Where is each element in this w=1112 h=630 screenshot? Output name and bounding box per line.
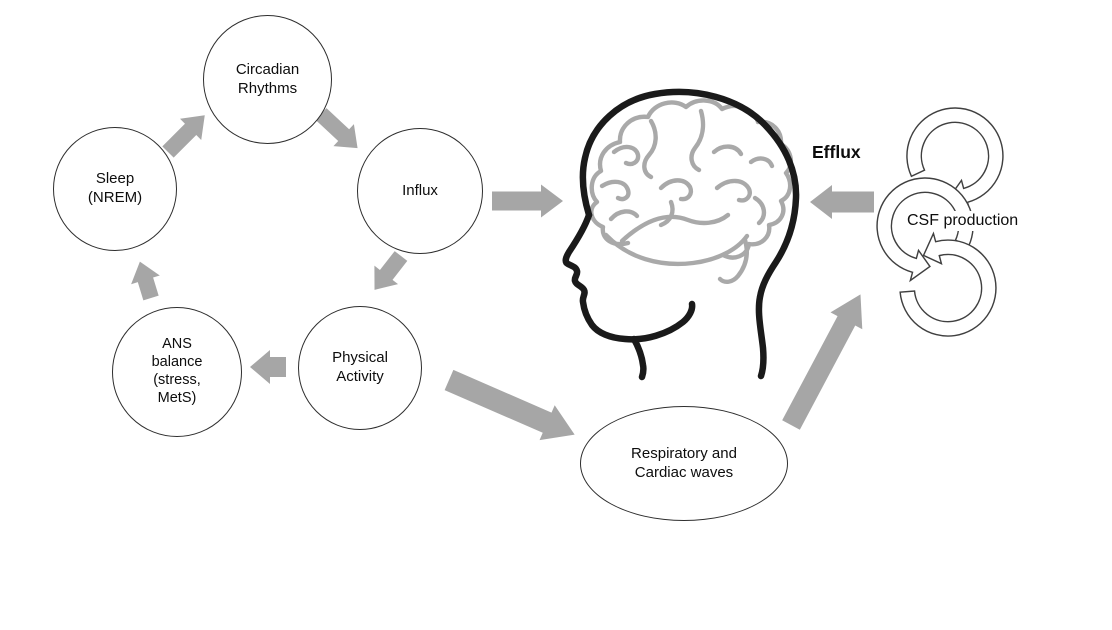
brain-stem-hook xyxy=(717,237,749,285)
head-face-line xyxy=(562,211,696,343)
efflux-label: Efflux xyxy=(812,142,861,162)
circular-arrow-icon xyxy=(899,231,997,337)
brain-illustration xyxy=(589,98,794,285)
block-arrows xyxy=(131,108,874,441)
brain-bottom-curve xyxy=(603,232,750,267)
arrow-sleep-to-circadian xyxy=(162,115,205,158)
arrow-ans-to-sleep xyxy=(131,261,160,301)
brain-gyrus xyxy=(608,209,640,222)
brain-gyrus xyxy=(752,195,767,226)
brain-outline xyxy=(589,98,794,260)
csf-circulation-rings xyxy=(876,107,1004,337)
brain-gyrus xyxy=(689,108,706,173)
arrow-physical-to-ans xyxy=(250,350,286,384)
csf-production-label: CSF production xyxy=(903,211,1023,231)
head-skull-line xyxy=(579,88,800,380)
brain-gyrus xyxy=(714,178,752,203)
brain-gyrus xyxy=(711,144,744,157)
arrow-respiratory-to-csf xyxy=(782,294,863,430)
node-respiratory-cardiac-waves: Respiratory and Cardiac waves xyxy=(580,406,788,521)
brain-gyrus xyxy=(611,144,641,167)
brain-gyrus xyxy=(599,179,631,202)
node-ans-balance: ANS balance (stress, MetS) xyxy=(112,307,242,437)
arrow-influx-to-physical xyxy=(374,251,408,290)
head-profile xyxy=(562,88,800,381)
node-influx: Influx xyxy=(357,128,483,254)
brain-gyrus xyxy=(748,156,775,169)
head-neck-line xyxy=(630,335,647,381)
node-physical-activity: Physical Activity xyxy=(298,306,422,430)
arrow-efflux-csf-to-head xyxy=(810,185,874,219)
node-circadian-rhythms: Circadian Rhythms xyxy=(203,15,332,144)
arrow-circadian-to-influx xyxy=(315,108,358,149)
brain-gyrus xyxy=(658,178,694,202)
brain-gyrus xyxy=(642,118,658,180)
arrow-influx-to-head xyxy=(492,184,563,218)
node-sleep-nrem: Sleep (NREM) xyxy=(53,127,177,251)
arrow-physical-to-respiratory xyxy=(444,369,575,441)
brain-lateral-sulcus xyxy=(619,212,731,244)
brain-gyrus xyxy=(658,199,675,228)
circular-arrow-icon xyxy=(876,177,974,283)
